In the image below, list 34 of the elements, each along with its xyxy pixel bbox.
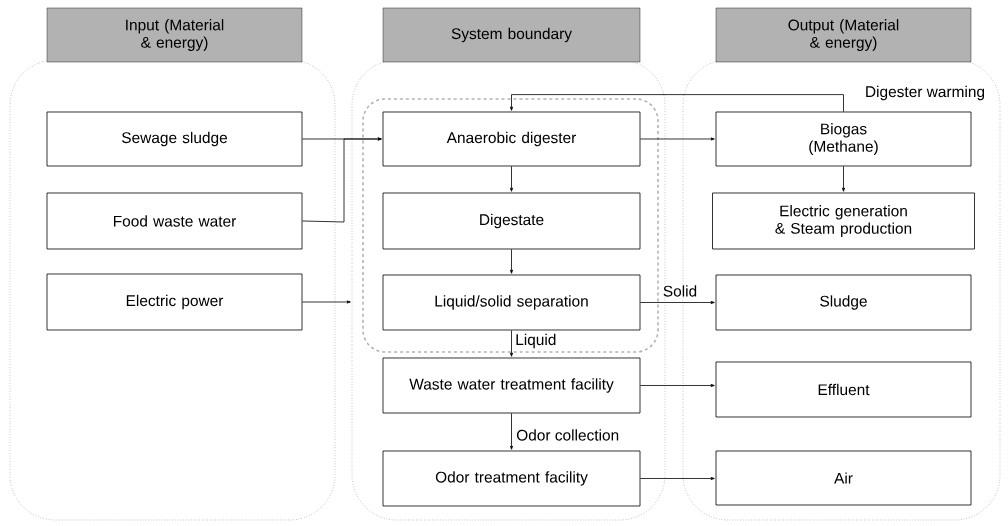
arrow [302,137,382,223]
process-box: Waste water treatment facility [382,357,641,414]
edge-label: Digester warming [866,85,985,101]
arrow [640,137,715,141]
arrow [510,166,514,192]
header-box: System boundary [382,7,641,63]
process-box: Food waste water [46,192,303,250]
process-box: Biogas (Methane) [715,111,972,167]
arrow [510,413,514,450]
arrow [640,300,715,304]
process-box: Odor treatment facility [382,450,641,507]
process-box: Electric power [46,273,303,331]
arrow [640,476,715,480]
process-box: Liquid/solid separation [382,274,641,331]
process-box: Electric generation & Steam production [712,192,975,250]
column-panel [9,7,336,521]
header-box: Output (Material & energy) [715,7,972,63]
process-box: Air [715,450,972,506]
process-box: Sludge [715,274,972,331]
process-box: Effluent [715,361,972,418]
process-box: Anaerobic digester [382,111,641,167]
edge-label: Liquid [516,333,556,349]
arrow [640,383,715,387]
arrow [510,330,514,357]
header-box: Input (Material & energy) [46,7,303,63]
edge-label: Odor collection [516,429,619,441]
arrow [302,300,351,304]
edge-label: Solid [663,285,697,297]
process-box: Digestate [382,192,641,250]
process-box: Sewage sludge [46,111,303,167]
dashed-group-box [362,98,659,353]
arrow [510,249,514,274]
arrow [510,94,844,112]
arrow [841,166,846,192]
